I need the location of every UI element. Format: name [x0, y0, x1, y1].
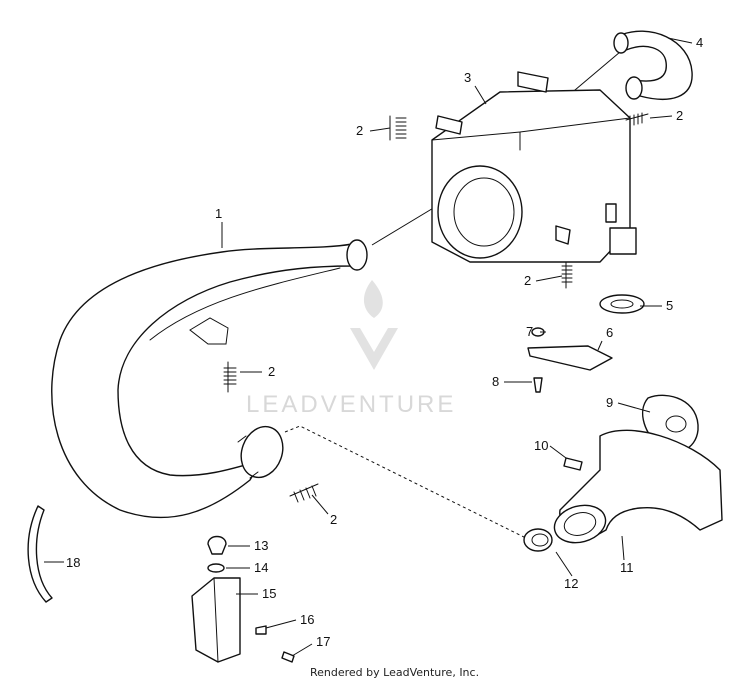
callout-2-right: 2	[676, 108, 683, 123]
expansion-chamber	[51, 239, 368, 519]
alignment-line-manifold	[284, 425, 541, 546]
callout-2-left: 2	[268, 364, 275, 379]
seal-ring	[599, 294, 645, 314]
watermark-text: LEADVENTURE	[246, 391, 456, 418]
callout-14: 14	[254, 560, 268, 575]
spring-3	[561, 261, 573, 289]
callout-2-bottom: 2	[330, 512, 337, 527]
callout-13: 13	[254, 538, 268, 553]
seal-ring-12	[523, 528, 553, 552]
spring-5	[289, 483, 319, 503]
callout-10: 10	[534, 438, 548, 453]
callout-5: 5	[666, 298, 673, 313]
callout-12: 12	[564, 576, 578, 591]
callout-16: 16	[300, 612, 314, 627]
callout-17: 17	[316, 634, 330, 649]
washer	[207, 563, 225, 573]
callout-2-mid: 2	[524, 273, 531, 288]
bolt	[533, 377, 543, 393]
spring-2	[625, 112, 649, 127]
muffler	[431, 71, 637, 263]
watermark: LEADVENTURE	[246, 280, 456, 418]
watermark-v-icon	[350, 328, 398, 370]
callouts: 1 2 3 4 2 2 5 7 6 8 9 10 11 12 2 2 13 14…	[66, 35, 703, 649]
stud	[563, 457, 583, 471]
callout-4: 4	[696, 35, 703, 50]
callout-3: 3	[464, 70, 471, 85]
callout-7: 7	[526, 324, 533, 339]
rivet	[281, 651, 295, 663]
exhaust-manifold	[553, 429, 723, 544]
callout-9: 9	[606, 395, 613, 410]
mounting-plate	[527, 345, 613, 371]
spring-4	[223, 361, 237, 393]
callout-8: 8	[492, 374, 499, 389]
callout-15: 15	[262, 586, 276, 601]
callout-2-top: 2	[356, 123, 363, 138]
callout-18: 18	[66, 555, 80, 570]
spring-1	[389, 115, 407, 141]
callout-6: 6	[606, 325, 613, 340]
screw	[255, 625, 267, 635]
callout-11: 11	[620, 560, 634, 575]
watermark-flame-icon	[363, 280, 383, 318]
strap	[27, 505, 53, 603]
mounting-bracket	[191, 577, 241, 663]
rubber-bumper	[207, 535, 227, 555]
elbow-pipe	[613, 30, 693, 100]
footer-credit: Rendered by LeadVenture, Inc.	[310, 666, 480, 679]
callout-1: 1	[215, 206, 222, 221]
